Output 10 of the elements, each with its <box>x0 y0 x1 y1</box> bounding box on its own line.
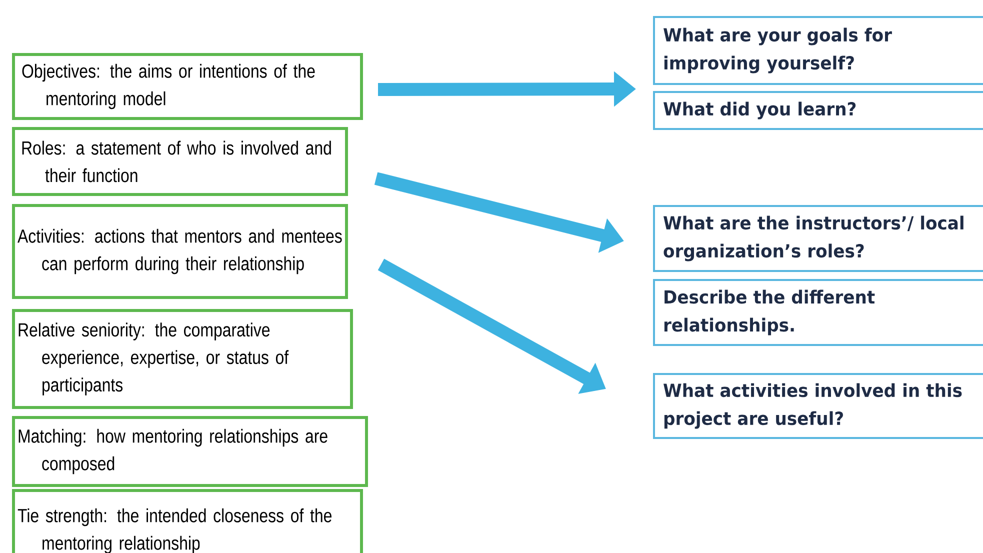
definition-box: Matching: how mentoring relationships are composed <box>12 416 368 487</box>
question-box: What did you learn? <box>653 91 983 130</box>
question-box: Describe the different relationships. <box>653 279 983 346</box>
definition-box: Activities: actions that mentors and mentees can perform during their relationship <box>12 204 348 299</box>
definition-box: Objectives: the aims or intentions of the mentoring model <box>12 53 363 120</box>
definition-box: Roles: a statement of who is involved and their function <box>12 127 348 196</box>
definition-box: Relative seniority: the comparative experience, expertise, or status of participants <box>12 309 353 409</box>
question-box: What are the instructors’/ local organization’s roles? <box>653 205 983 272</box>
question-box: What activities involved in this project are useful? <box>653 373 983 439</box>
question-box: What are your goals for improving yourself? <box>653 16 983 85</box>
